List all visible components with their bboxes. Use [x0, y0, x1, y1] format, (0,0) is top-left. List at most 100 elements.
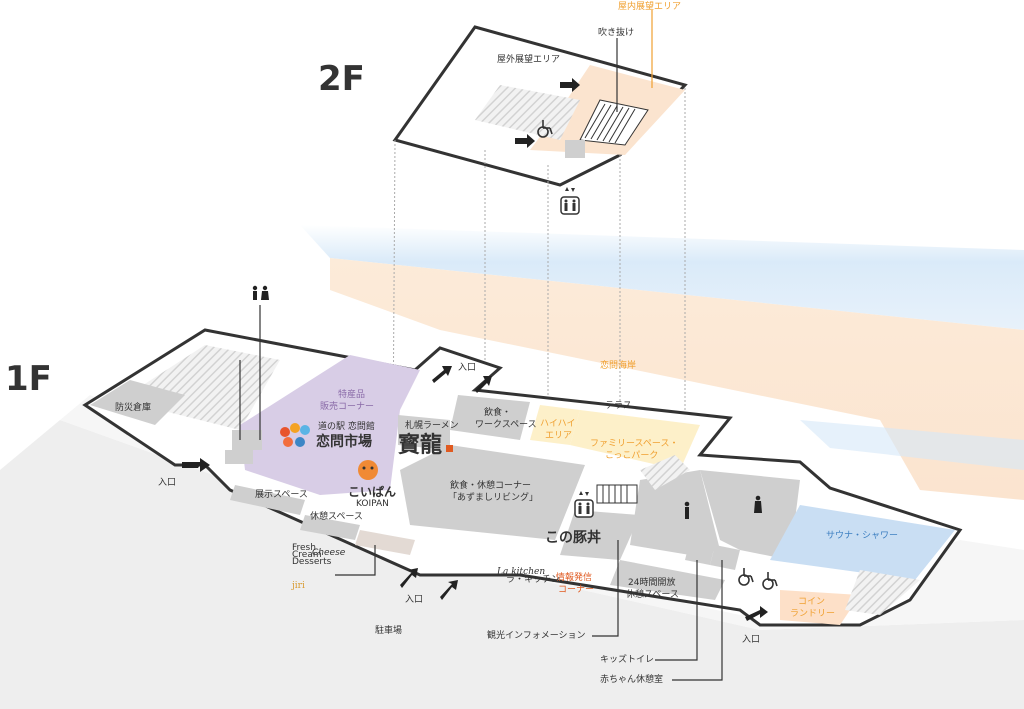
label-entrance-south: 入口 — [405, 594, 423, 605]
houryu-logo: 札幌ラーメン 寳龍 — [398, 419, 459, 458]
label-entrance-east: 入口 — [742, 634, 760, 645]
jiri-block — [355, 530, 415, 555]
toilet-block — [700, 470, 800, 560]
label-baby-room: 赤ちゃん休憩室 — [600, 673, 663, 685]
label-dining-work-1: 飲食・ — [484, 406, 511, 418]
koipan-logo: こいぱん KOIPAN — [348, 460, 396, 509]
jiri-tag-2: Cheese — [312, 548, 346, 558]
houryu-block — [398, 415, 450, 450]
label-beach: 恋問海岸 — [600, 359, 636, 371]
disaster-storage-block — [90, 380, 185, 425]
baby-room-block — [710, 545, 740, 570]
label-open24-space-1: 24時間開放 — [628, 576, 675, 588]
koipan-name: こいぱん — [348, 484, 396, 499]
dining-work-block — [450, 395, 530, 440]
open24-block — [610, 560, 725, 600]
storage-block-1 — [232, 430, 262, 450]
label-dining-work-2: ワークスペース — [475, 419, 537, 430]
label-terrace: テラス — [605, 400, 632, 411]
toilet-icon — [250, 285, 270, 305]
products-corner-area — [240, 355, 420, 495]
dining-lounge-block — [400, 445, 585, 540]
label-exhibit-space: 展示スペース — [255, 489, 308, 500]
label-dining-lounge-1: 飲食・休憩コーナー — [450, 479, 531, 491]
entrance-arrow-icon — [440, 580, 458, 600]
entrance-arrow-icon — [515, 134, 535, 148]
label-crawl-area-2: エリア — [545, 431, 572, 441]
label-open24-space-2: 休憩スペース — [626, 588, 679, 600]
jiri-name: jiri — [291, 581, 305, 591]
sidewalk — [60, 395, 1024, 630]
jiri-tag-3: Cream — [292, 550, 322, 560]
label-info-corner-2: コーナー — [558, 584, 594, 595]
entrance-arrow-icon — [432, 366, 452, 383]
entrance-arrow-icon — [182, 458, 210, 472]
label-kids-toilet: キッズトイレ — [600, 653, 654, 665]
rest-space-block — [300, 515, 360, 540]
lakitchen-logo: La kitchen ラ・キッチン — [496, 567, 560, 585]
kono-name: この豚丼 — [545, 529, 601, 546]
label-parking: 駐車場 — [375, 624, 402, 636]
houryu-small: 札幌ラーメン — [405, 419, 459, 431]
sea-strip — [800, 420, 1024, 470]
label-dining-lounge-2: 「あずましリビング」 — [448, 491, 538, 503]
stairs-1f — [596, 484, 638, 504]
male-icon — [684, 501, 690, 519]
exhibit-space-block — [230, 485, 305, 515]
houryu-name: 寳龍 — [398, 432, 442, 458]
koitoi-market-name: 恋問市場 — [316, 433, 372, 450]
koitoi-market-small: 道の駅 恋問館 — [318, 420, 375, 432]
label-sauna-shower: サウナ・シャワー — [826, 530, 898, 541]
label-disaster-storage: 防災倉庫 — [115, 401, 151, 413]
floor-connector-lines — [392, 88, 686, 450]
label-products-corner-2: 販売コーナー — [320, 400, 374, 412]
kono-block — [560, 510, 640, 560]
family-space — [570, 410, 700, 470]
label-entrance-west: 入口 — [158, 477, 176, 488]
crawl-area — [530, 405, 580, 445]
hatch-east — [845, 570, 920, 615]
floor-1f-plan — [82, 328, 963, 627]
sea-area — [300, 225, 1024, 330]
storage-block-2 — [225, 450, 253, 464]
label-entrance-north: 入口 — [458, 362, 476, 373]
floor-label-1f: 1F — [5, 359, 52, 399]
floor-2f-plan — [392, 25, 688, 187]
center-block — [630, 470, 720, 555]
label-family-space-2: こっこパーク — [605, 450, 658, 461]
elevator-icon — [574, 491, 594, 518]
label-family-space-1: ファミリースペース・ — [590, 439, 678, 449]
hatch-mid — [640, 455, 690, 490]
entrance-arrow-icon — [560, 78, 580, 92]
entrance-arrow-icon — [475, 376, 492, 393]
elevator-shaft-2f — [565, 140, 585, 158]
koipan-small: KOIPAN — [356, 499, 389, 509]
lakitchen-small: ラ・キッチン — [506, 574, 560, 585]
female-icon — [754, 495, 762, 513]
label-rest-space: 休憩スペース — [310, 510, 363, 522]
floor-label-2f: 2F — [318, 59, 365, 99]
koitoi-market-logo: 道の駅 恋問館 恋問市場 — [280, 420, 375, 450]
label-products-corner-1: 特産品 — [338, 388, 365, 400]
wheelchair-icon — [738, 568, 754, 586]
label-atrium: 吹き抜け — [598, 26, 634, 38]
entrance-arrow-icon — [745, 606, 768, 621]
beach-area — [330, 258, 1024, 500]
coin-laundry-area — [780, 590, 860, 625]
elevator-icon — [560, 187, 580, 215]
label-coin-laundry-1: コイン — [798, 597, 825, 607]
label-info-corner-1: 情報発信 — [556, 571, 592, 583]
wheelchair-icon — [762, 572, 778, 590]
kids-toilet-block — [685, 540, 715, 565]
jiri-tag-1: Fresh — [292, 543, 316, 553]
label-indoor-observation: 屋内展望エリア — [618, 0, 681, 12]
stairs-2f — [584, 103, 636, 144]
outdoor-observation-hatch — [475, 85, 580, 140]
label-tourist-info: 観光インフォメーション — [487, 629, 586, 641]
jiri-tag-4: Desserts — [292, 557, 332, 567]
jiri-logo: Fresh Cheese Cream Desserts jiri — [291, 543, 346, 591]
label-crawl-area-1: ハイハイ — [540, 419, 575, 429]
entrance-arrow-icon — [182, 78, 768, 621]
entrance-arrow-icon — [400, 568, 418, 588]
